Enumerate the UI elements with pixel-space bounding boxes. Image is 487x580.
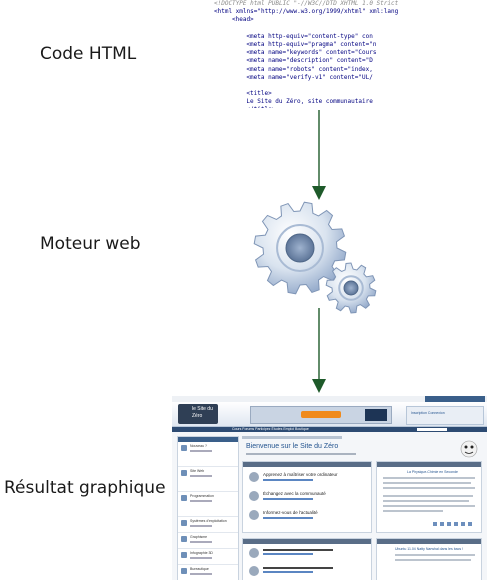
panel-title: Derniers tutoriels [246,549,273,553]
sidebar-item-label: Graphisme [190,535,208,539]
pagination [433,522,473,526]
code-line: <meta http-equiv="pragma" content="n [246,40,377,48]
login-links: Inscription Connexion [411,411,445,415]
sidebar-item: Graphisme [178,533,238,549]
feature-label: Informez-vous de l'actualité [263,510,318,515]
code-line: <meta name="robots" content="index, [246,65,373,73]
breadcrumb [242,436,342,439]
sidebar-item: Nouveau ? [178,442,238,467]
panel-headline: À la une : Dernier tutoriel La Physique-… [376,461,482,533]
code-line: <meta name="keywords" content="Cours [246,49,377,57]
category-icon [181,445,187,451]
code-line: Le Site du Zéro, site communautaire [246,98,373,106]
news-link: Ubuntu 11.04 Natty Narwhal dans les bacs… [395,547,464,551]
sidebar: Cours Nouveau ?Site WebProgrammationSyst… [177,436,239,580]
nav-links: Cours Forums Participez Études Emploi Bo… [232,427,309,431]
page-subtitle [246,453,356,455]
panel-title: Que propose le Site du Zéro ? [246,472,293,476]
code-line: <html xmlns="http://www.w3.org/1999/xhtm… [214,8,399,16]
main-content: Bienvenue sur le Site du Zéro Que propos… [242,436,482,580]
category-icon [181,520,187,526]
mascot-icon [460,440,478,458]
feature-icon [249,491,259,501]
sidebar-item-label: Programmation [190,494,214,498]
html-code-snippet: <!DOCTYPE html PUBLIC "-//W3C//DTD XHTML… [214,0,487,108]
ad-banner [250,406,392,424]
headline-link: La Physique-Chimie en Seconde [407,470,458,474]
label-graphic-result: Résultat graphique [4,478,166,498]
feature-icon [249,510,259,520]
sidebar-item-label: Nouveau ? [190,444,207,448]
code-line [214,25,487,33]
code-line: <!DOCTYPE html PUBLIC "-//W3C//DTD XHTML… [214,0,399,7]
sidebar-item: Programmation [178,492,238,517]
site-banner: le Site du Zéro Inscription Connexion [172,402,487,427]
code-line: <title> [246,90,272,98]
down-arrow-icon [312,110,326,200]
sidebar-item-label: Systèmes d'exploitation [190,519,227,523]
code-line: <meta http-equiv="content-type" con [246,32,373,40]
rendered-website-screenshot: le Site du Zéro Inscription Connexion Co… [172,396,487,580]
label-code-html: Code HTML [40,44,137,64]
code-line: <meta name="description" content="D [246,57,373,65]
category-icon [181,536,187,542]
feature-label: Échangez avec la communauté [263,491,326,496]
sidebar-item-label: Infographie 3D [190,551,213,555]
panel-title: Dernières news [380,549,405,553]
gears-icon [253,201,377,314]
panel-latest-news: Dernières news Ubuntu 11.04 Natty Narwha… [376,538,482,580]
feature-label: Apprenez à maîtriser votre ordinateur [263,472,338,477]
label-web-engine: Moteur web [40,234,141,254]
feature-icon [249,472,259,482]
panel-presentation: Que propose le Site du Zéro ? Apprenez à… [242,461,372,533]
panel-title: À la une : Dernier tutoriel [380,472,419,476]
sidebar-item: Site Web [178,467,238,492]
code-line: <meta name="verify-v1" content="UL/ [246,73,373,81]
top-strip [172,396,487,402]
sidebar-item: Infographie 3D [178,549,238,565]
sidebar-item-label: Bureautique [190,567,209,571]
page-title: Bienvenue sur le Site du Zéro [246,443,339,450]
sidebar-item: Systèmes d'exploitation [178,517,238,533]
code-line: <head> [232,16,254,24]
category-icon [181,470,187,476]
logo-text: le Site du Zéro [192,406,213,419]
sidebar-item-label: Site Web [190,469,205,473]
code-line: </title> [214,106,487,108]
category-icon [181,568,187,574]
sidebar-item: Bureautique [178,565,238,580]
down-arrow-icon [312,308,326,393]
code-line [214,82,487,90]
panel-latest-tutorials: Derniers tutoriels [242,538,372,580]
site-logo: le Site du Zéro [178,404,218,424]
category-icon [181,495,187,501]
category-icon [181,552,187,558]
nav-bar: Cours Forums Participez Études Emploi Bo… [172,427,487,432]
login-box: Inscription Connexion [406,406,484,425]
search-field [417,428,447,431]
